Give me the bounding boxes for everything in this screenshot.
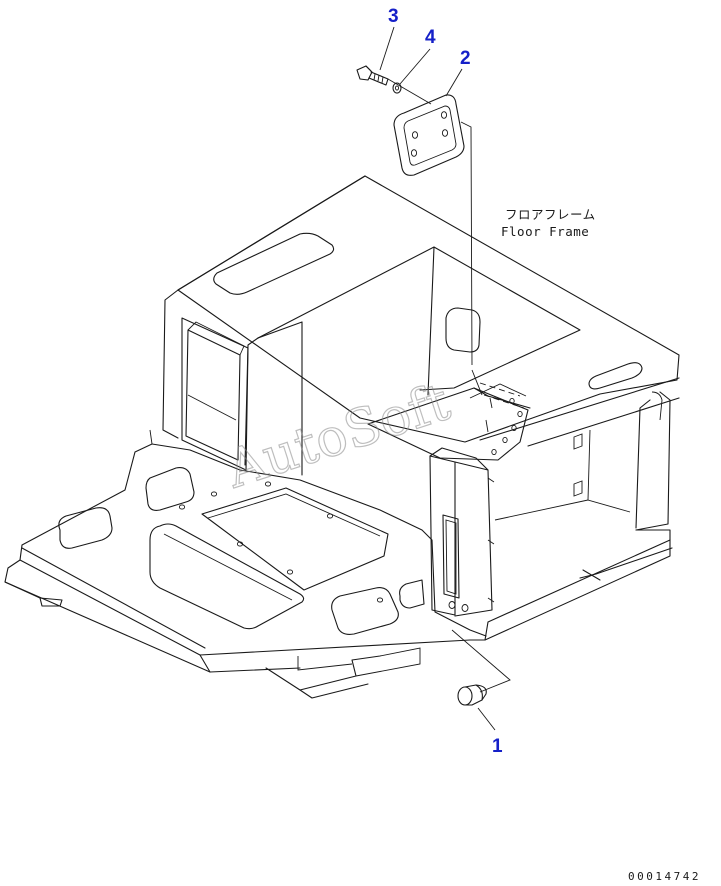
floor-frame (4, 175, 680, 699)
plug-part-1 (457, 684, 487, 706)
part-label-english: Floor Frame (501, 224, 589, 239)
callout-1: 1 (492, 736, 503, 757)
part-label-japanese: フロアフレーム (505, 207, 596, 222)
callout-3: 3 (388, 6, 399, 27)
washer-part-4 (392, 82, 402, 94)
cover-plate-part-2 (393, 94, 465, 176)
document-number: 00014742 (628, 870, 701, 883)
callout-4: 4 (425, 27, 436, 48)
bolt-part-3 (356, 65, 389, 86)
callout-2: 2 (460, 48, 471, 69)
watermark: AutoSoft (219, 372, 458, 501)
